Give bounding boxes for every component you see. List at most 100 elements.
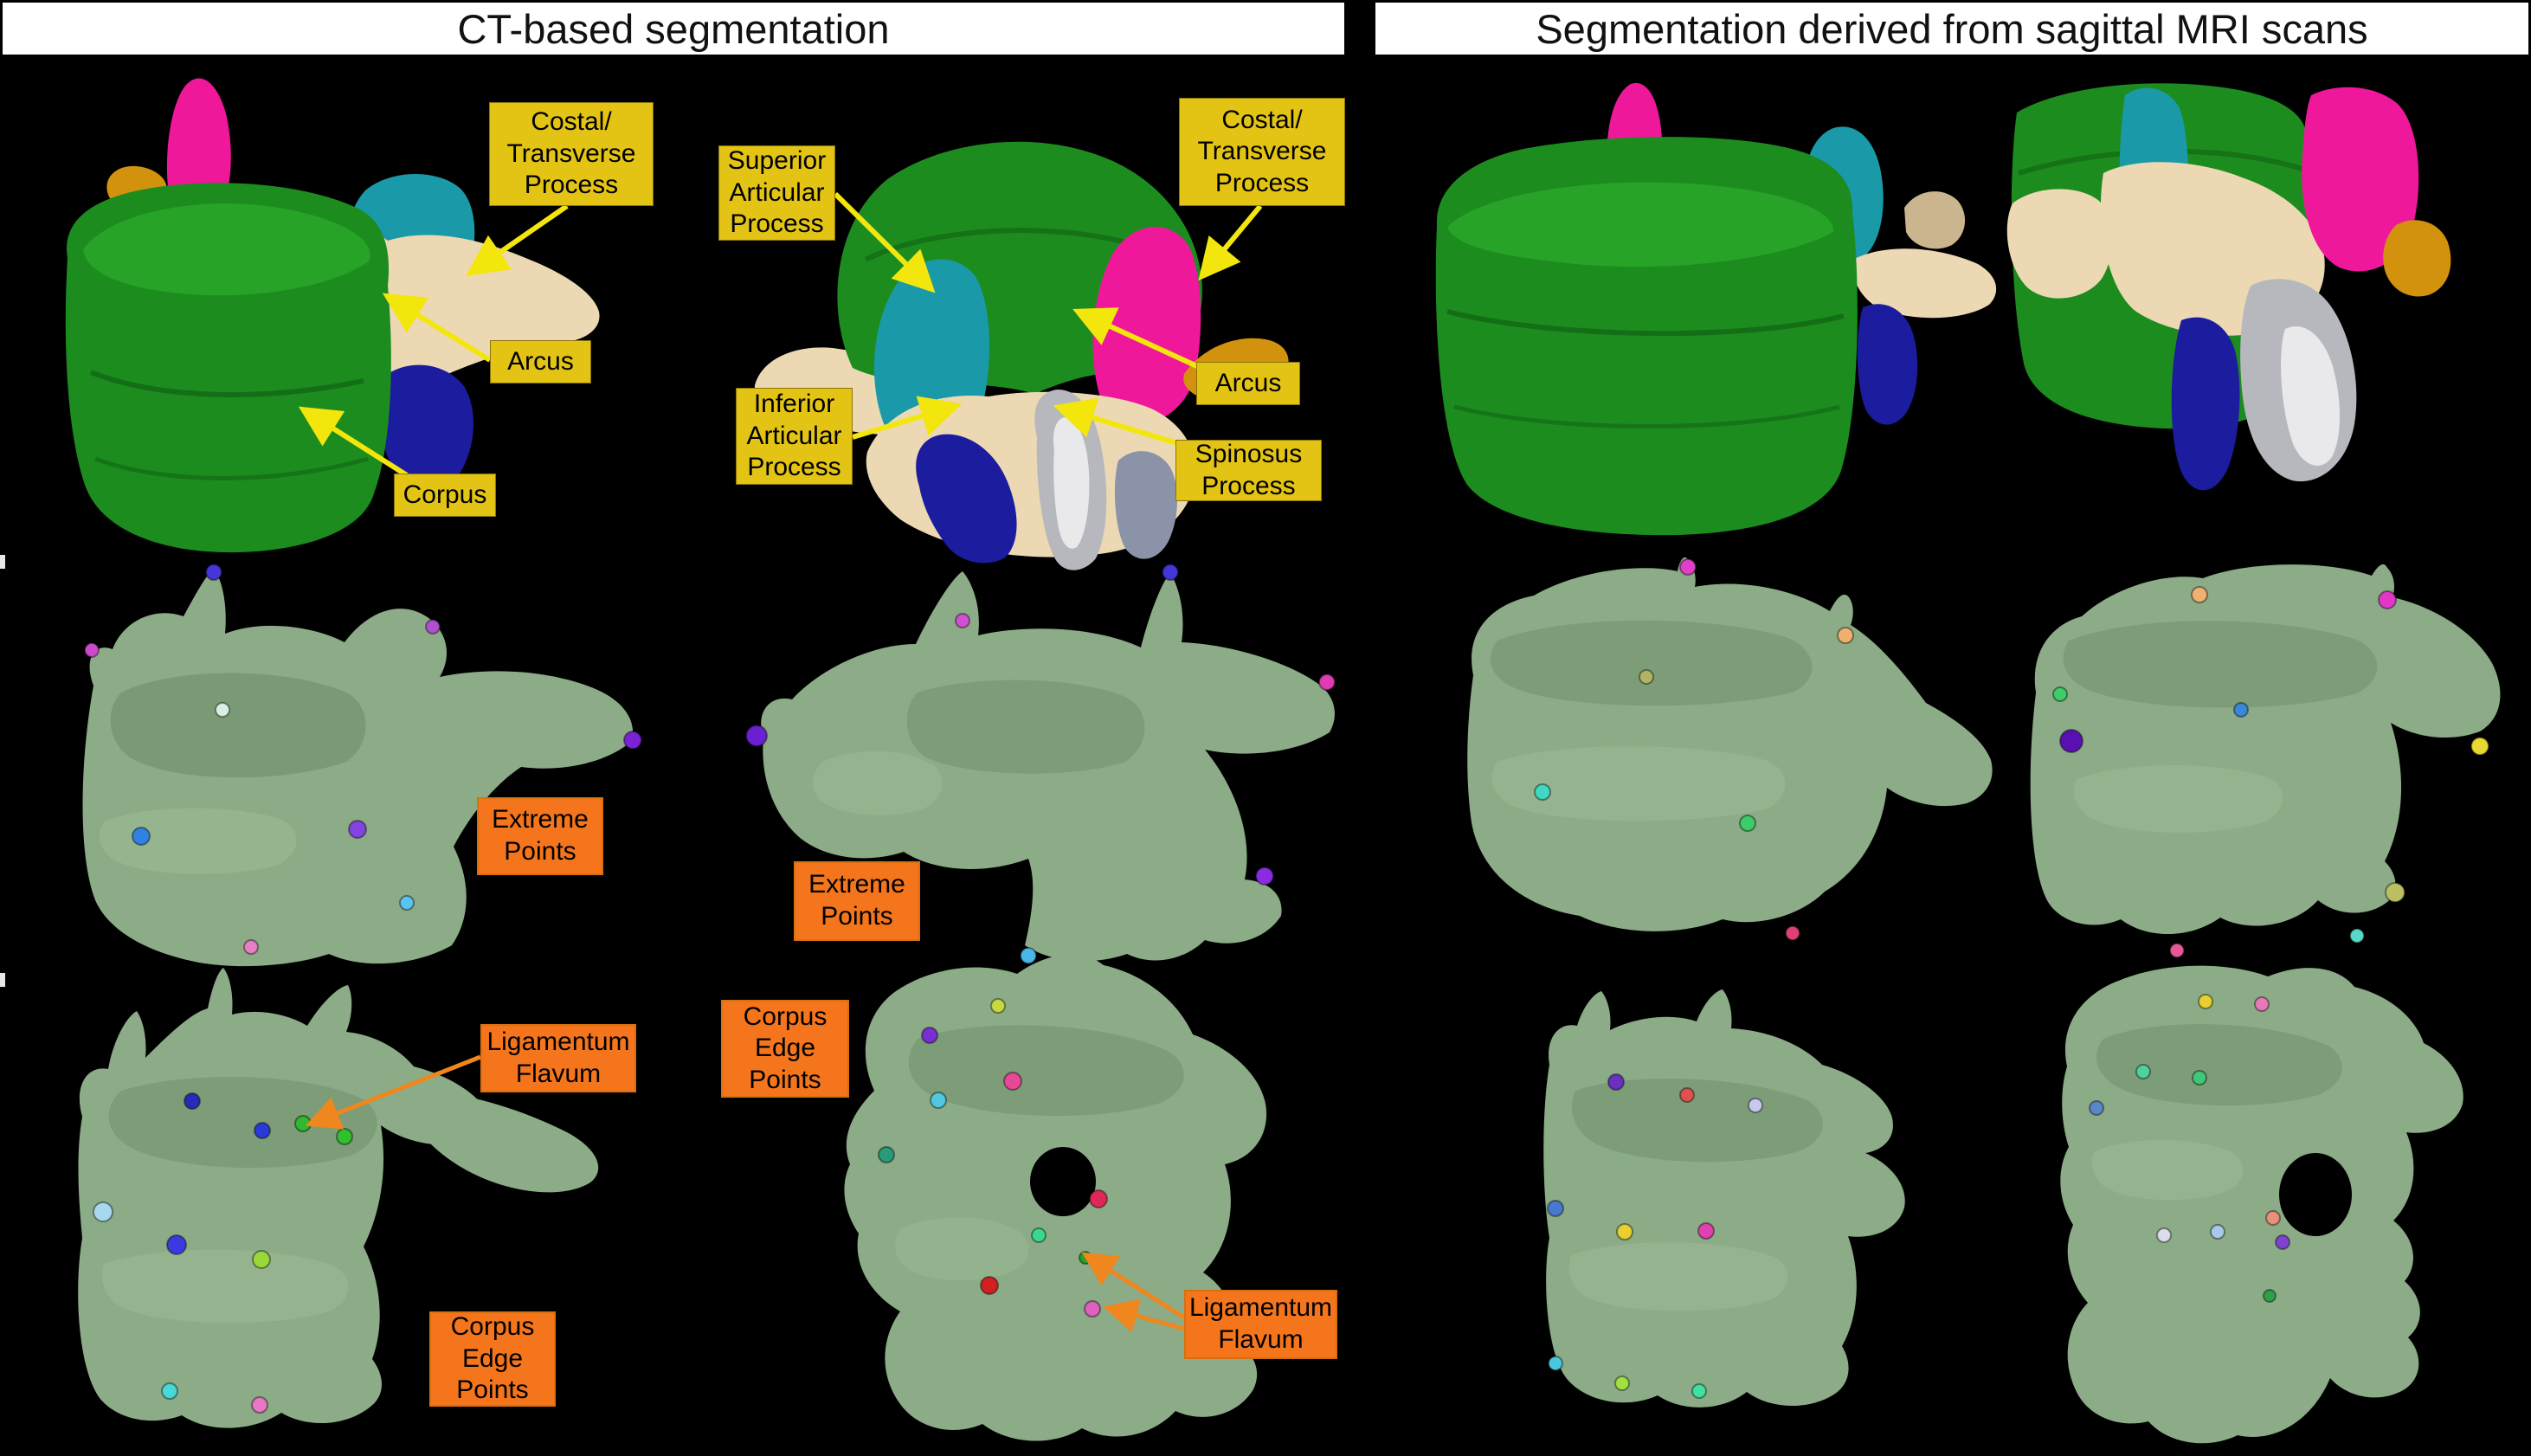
landmark-point: [2275, 1234, 2290, 1250]
annotation-arrow-ct1-costal-transverse: [466, 203, 569, 276]
vertebra-surface-shadow: [108, 1076, 377, 1169]
inferior-articular-blue-segment: [1857, 304, 1918, 425]
landmark-points-corpus-mri-view2: [2089, 994, 2290, 1303]
vertebra-surface-shadow: [2096, 1024, 2342, 1106]
landmark-point: [2263, 1289, 2277, 1303]
corpus-ridge-line: [1446, 309, 1845, 337]
landmark-point: [2059, 729, 2083, 753]
panel-mri-segmented-view2: [2006, 83, 2451, 491]
landmark-point: [2233, 702, 2249, 718]
panel-mri-segmented-view1: [1435, 82, 1997, 536]
annotation-label-ct2-spinosus: Spinosus Process: [1175, 440, 1322, 501]
landmark-point: [243, 939, 259, 955]
landmark-point: [955, 613, 970, 628]
inferior-articular-blue-segment: [916, 434, 1017, 564]
annotation-label-ct1-corpus: Corpus: [394, 474, 496, 517]
landmark-point: [1318, 673, 1336, 691]
landmark-point: [980, 1276, 999, 1295]
landmark-point: [1679, 558, 1697, 576]
annotation-label-extreme-points-2: Extreme Points: [794, 861, 920, 941]
annotation-label-extreme-points-1: Extreme Points: [477, 797, 603, 875]
landmark-point: [2210, 1224, 2225, 1240]
landmark-point: [745, 725, 768, 747]
inferior-articular-blue-segment: [2171, 317, 2240, 491]
landmark-points-extreme-mri-view2: [2052, 586, 2489, 958]
landmark-point: [2385, 882, 2405, 903]
landmark-point: [2265, 1210, 2281, 1226]
vertebra-surface-highlight: [2073, 764, 2283, 833]
landmark-point: [1614, 1375, 1630, 1391]
annotation-label-ct2-costal-transverse: Costal/ Transverse Process: [1179, 98, 1345, 206]
landmark-point: [2191, 586, 2208, 603]
landmark-point: [84, 642, 100, 658]
panel-corpus-edge-mri-view1: [1543, 989, 1905, 1408]
landmark-points-extreme-mri-view1: [1534, 558, 1854, 941]
vertebra-surface-highlight: [100, 808, 297, 874]
vertebral-foramen-hole: [1030, 1147, 1096, 1216]
annotation-arrow-ct1-arcus: [382, 293, 492, 363]
annotation-arrow-ct2-superior-articular: [833, 191, 936, 293]
landmark-point: [161, 1382, 178, 1400]
landmark-points-extreme-ct-view2: [745, 564, 1336, 964]
vertebra-surface-shadow: [2063, 621, 2378, 708]
landmark-point: [2135, 1064, 2151, 1079]
annotation-arrow-ct2-arcus: [1072, 307, 1201, 370]
landmark-point: [205, 564, 222, 581]
landmark-point: [184, 1092, 201, 1110]
landmark-point: [348, 820, 367, 839]
annotation-label-corpus-edge-points-2: Corpus Edge Points: [721, 1000, 849, 1098]
annotation-label-ct2-inferior-articular: Inferior Articular Process: [736, 388, 853, 485]
landmark-point: [2089, 1100, 2104, 1116]
landmark-point: [2470, 737, 2489, 756]
landmark-point: [921, 1027, 938, 1044]
annotation-label-ct1-costal-transverse: Costal/ Transverse Process: [489, 102, 654, 206]
header-ct-title: CT-based segmentation: [0, 0, 1347, 57]
vertebra-surface: [2030, 564, 2501, 935]
costal-pink-segment: [166, 78, 231, 215]
landmark-point: [1255, 867, 1274, 886]
landmark-point: [623, 731, 642, 750]
landmark-point: [1162, 564, 1179, 581]
annotation-arrows-layer: [298, 191, 1263, 1333]
landmark-point: [990, 998, 1006, 1014]
annotation-arrow-ligamentum-flavum-2: [1103, 1298, 1185, 1333]
arcus-tan-left-blob: [2006, 189, 2113, 299]
landmark-point: [1084, 1300, 1101, 1317]
annotation-label-ct2-superior-articular: Superior Articular Process: [718, 145, 835, 241]
annotation-arrow-ct2-spinosus: [1053, 397, 1178, 446]
landmark-point: [1691, 1383, 1707, 1399]
corpus-ridge-line: [89, 370, 364, 397]
vertebra-right-wing: [398, 1090, 599, 1193]
transverse-gold-segment: [2383, 220, 2451, 297]
annotation-arrow-ct2-inferior-articular: [852, 396, 963, 440]
vertebra-surface-shadow: [906, 680, 1145, 774]
landmark-point: [2198, 994, 2213, 1009]
annotation-arrow-ligamentum-flavum-1: [305, 1054, 481, 1130]
landmark-point: [254, 1122, 271, 1139]
landmark-point: [399, 895, 415, 911]
landmark-point: [251, 1396, 268, 1414]
arcus-tan-arm: [1852, 248, 1997, 319]
landmark-points-corpus-mri-view1: [1547, 1073, 1763, 1399]
landmark-point: [2378, 590, 2397, 609]
vertebra-surface-highlight: [101, 1249, 349, 1324]
arcus-tan-small: [1904, 191, 1966, 249]
spinosus-highlight: [1053, 416, 1090, 549]
corpus-ridge-line: [94, 456, 369, 480]
vertebra-surface-shadow: [908, 1025, 1184, 1117]
landmark-point: [930, 1092, 947, 1109]
frame-tick: [0, 555, 5, 569]
landmark-points-corpus-ct-view1: [93, 1092, 353, 1414]
annotation-arrow-ct2-costal-transverse: [1198, 204, 1263, 281]
landmark-point: [1837, 627, 1854, 644]
header-mri-title: Segmentation derived from sagittal MRI s…: [1373, 0, 2531, 57]
header-ct-title-text: CT-based segmentation: [457, 5, 890, 52]
landmark-point: [425, 619, 441, 635]
landmark-point: [93, 1202, 113, 1222]
landmark-point: [132, 827, 151, 846]
costal-pink-segment: [1092, 226, 1201, 426]
landmark-point: [2052, 686, 2068, 702]
landmark-point: [2192, 1070, 2207, 1086]
vertebra-surface: [1543, 989, 1905, 1408]
